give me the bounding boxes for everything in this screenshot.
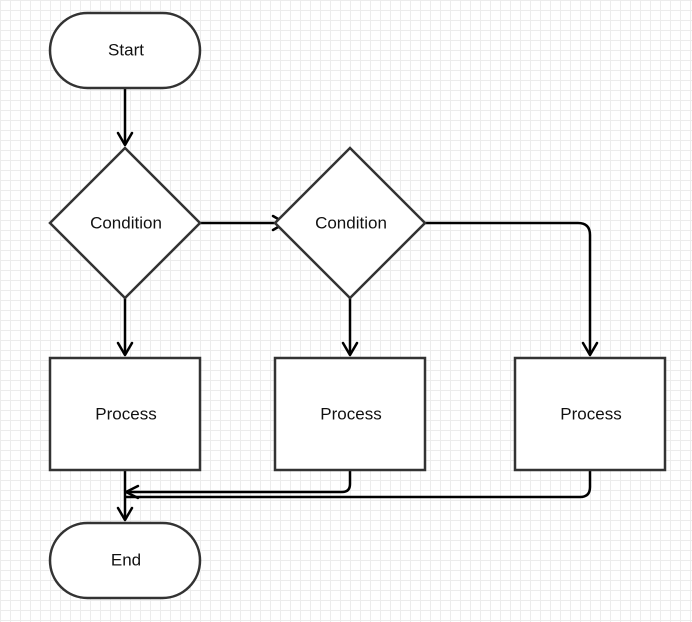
node-label: Process <box>95 404 156 423</box>
arrowhead-condition2-process2 <box>341 341 359 357</box>
node-condition2[interactable]: Condition <box>273 146 427 300</box>
edge-condition2-process3 <box>425 221 592 355</box>
process-shape <box>48 356 202 472</box>
node-process3[interactable]: Process <box>513 356 667 472</box>
node-process2[interactable]: Process <box>273 356 427 472</box>
decision-shape <box>273 146 427 300</box>
node-label: Start <box>108 40 144 59</box>
process-shape <box>513 356 667 472</box>
process-shape <box>273 356 427 472</box>
node-end[interactable]: End <box>48 521 202 600</box>
arrowhead-process1-end <box>116 506 134 522</box>
node-process1[interactable]: Process <box>48 356 202 472</box>
node-condition1[interactable]: Condition <box>48 146 202 300</box>
edge-process2-end <box>126 471 352 494</box>
arrowhead-condition2-process3 <box>581 341 599 357</box>
node-label: End <box>111 550 141 569</box>
node-label: Process <box>320 404 381 423</box>
arrowhead-condition1-process1 <box>116 341 134 357</box>
edges <box>116 88 599 522</box>
decision-shape <box>48 146 202 300</box>
node-label: Condition <box>315 213 387 232</box>
terminator-shape <box>48 521 202 600</box>
node-start[interactable]: Start <box>48 11 202 90</box>
terminator-shape <box>48 11 202 90</box>
edge-process3-end <box>126 471 592 499</box>
node-label: Condition <box>90 213 162 232</box>
arrowhead-start-condition1 <box>116 131 134 147</box>
node-label: Process <box>560 404 621 423</box>
